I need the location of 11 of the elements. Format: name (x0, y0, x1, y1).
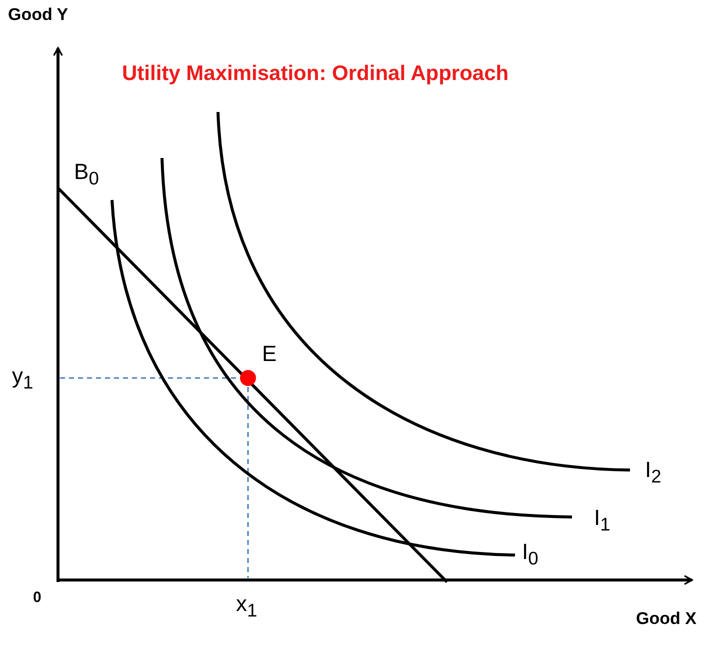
origin-label: 0 (33, 590, 42, 606)
curve-label: I$_{1}$ (594, 506, 610, 535)
chart-title: Utility Maximisation: Ordinal Approach (122, 62, 509, 86)
axis-label: Good X (636, 610, 696, 629)
axis-value-label: x$_{1}$ (236, 592, 258, 621)
axis-value-label: y$_{1}$ (12, 364, 34, 393)
curve-label: I$_{2}$ (645, 458, 662, 487)
curve-label: I$_{0}$ (522, 540, 538, 569)
point-label: E (262, 342, 277, 366)
axis-label: Good Y (8, 6, 68, 25)
line-label: B$_{0}$ (74, 160, 99, 189)
